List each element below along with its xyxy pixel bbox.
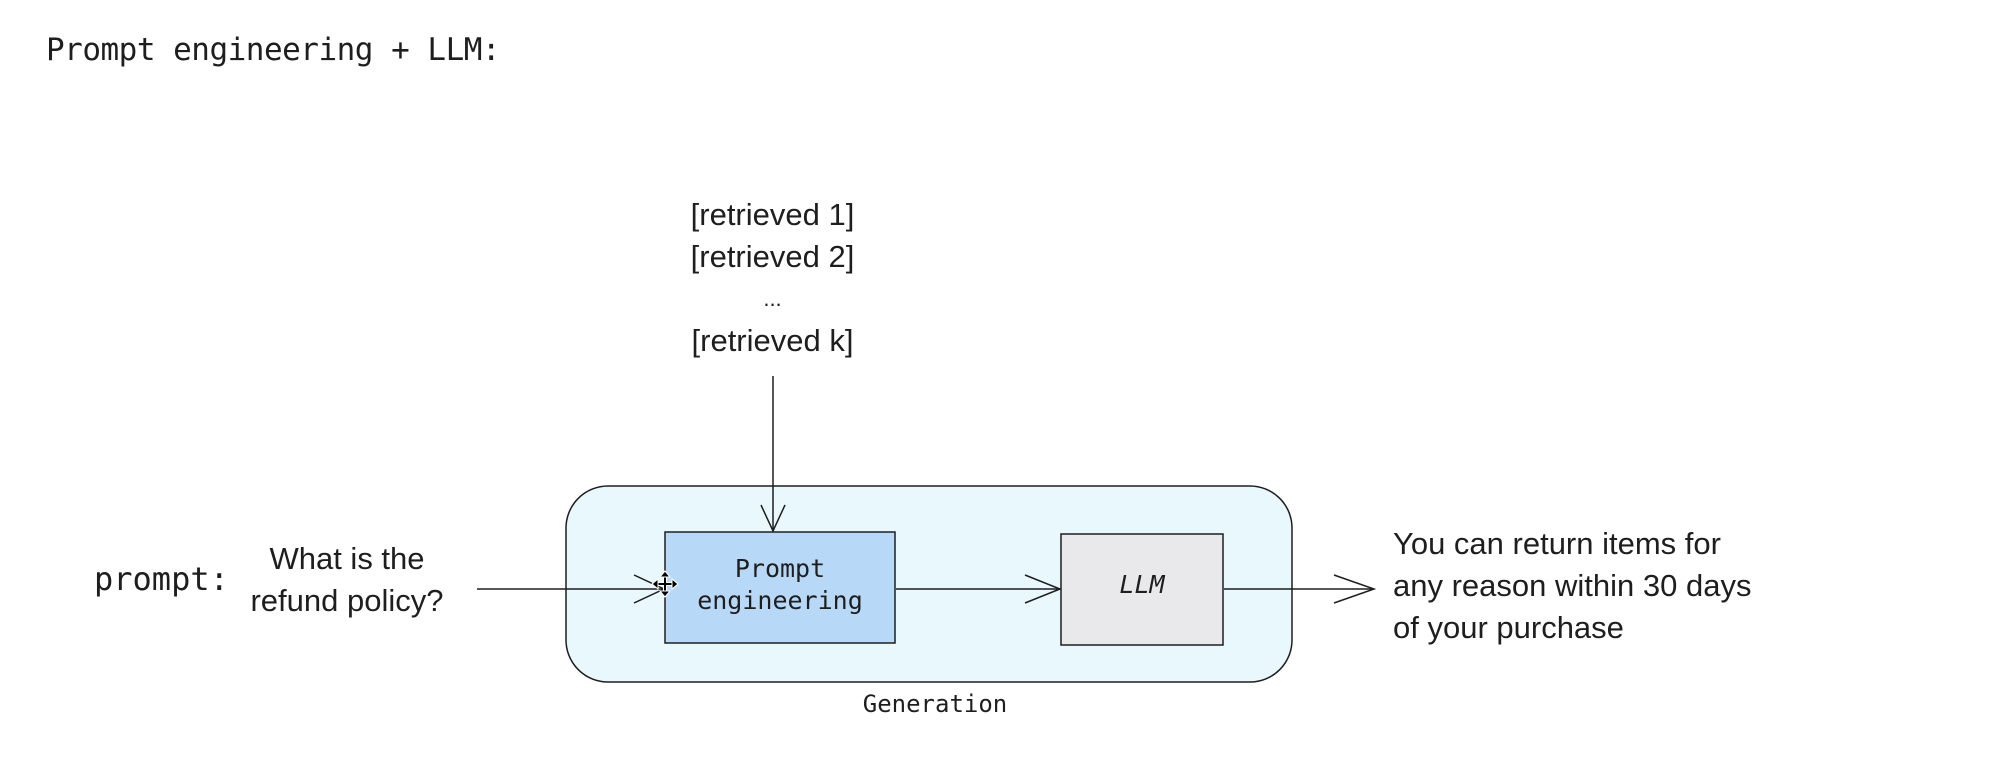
user-query: What is the refund policy?	[232, 538, 462, 622]
move-cursor-icon	[651, 570, 679, 598]
answer-line: of your purchase	[1393, 610, 1624, 645]
prompt-engineering-box	[664, 531, 896, 644]
retrieved-to-prompt-arrow	[760, 376, 786, 533]
prompt-engineering-label: Prompt engineering	[665, 553, 895, 617]
retrieved-chunks: [retrieved 1] [retrieved 2] ... [retriev…	[640, 194, 905, 362]
llm-to-answer-arrow	[1224, 574, 1377, 604]
answer-text: You can return items for any reason with…	[1393, 523, 1751, 649]
retrieved-item: [retrieved 1]	[690, 197, 855, 232]
retrieved-ellipsis: ...	[763, 286, 782, 311]
generation-label: Generation	[862, 690, 1008, 718]
page-title: Prompt engineering + LLM:	[46, 32, 501, 68]
answer-line: any reason within 30 days	[1393, 568, 1752, 603]
answer-line: You can return items for	[1393, 526, 1721, 561]
prompt-engineering-label-line: engineering	[697, 586, 863, 615]
user-query-line: What is the	[269, 541, 425, 576]
retrieved-item: [retrieved k]	[691, 323, 854, 358]
llm-box	[1060, 533, 1224, 646]
prompt-engineering-label-line: Prompt	[734, 554, 826, 583]
user-query-line: refund policy?	[250, 583, 444, 618]
retrieved-item: [retrieved 2]	[690, 239, 855, 274]
llm-label: LLM	[1119, 570, 1165, 599]
prompt-tag: prompt:	[94, 560, 229, 598]
prompt-to-llm-arrow	[896, 574, 1063, 604]
